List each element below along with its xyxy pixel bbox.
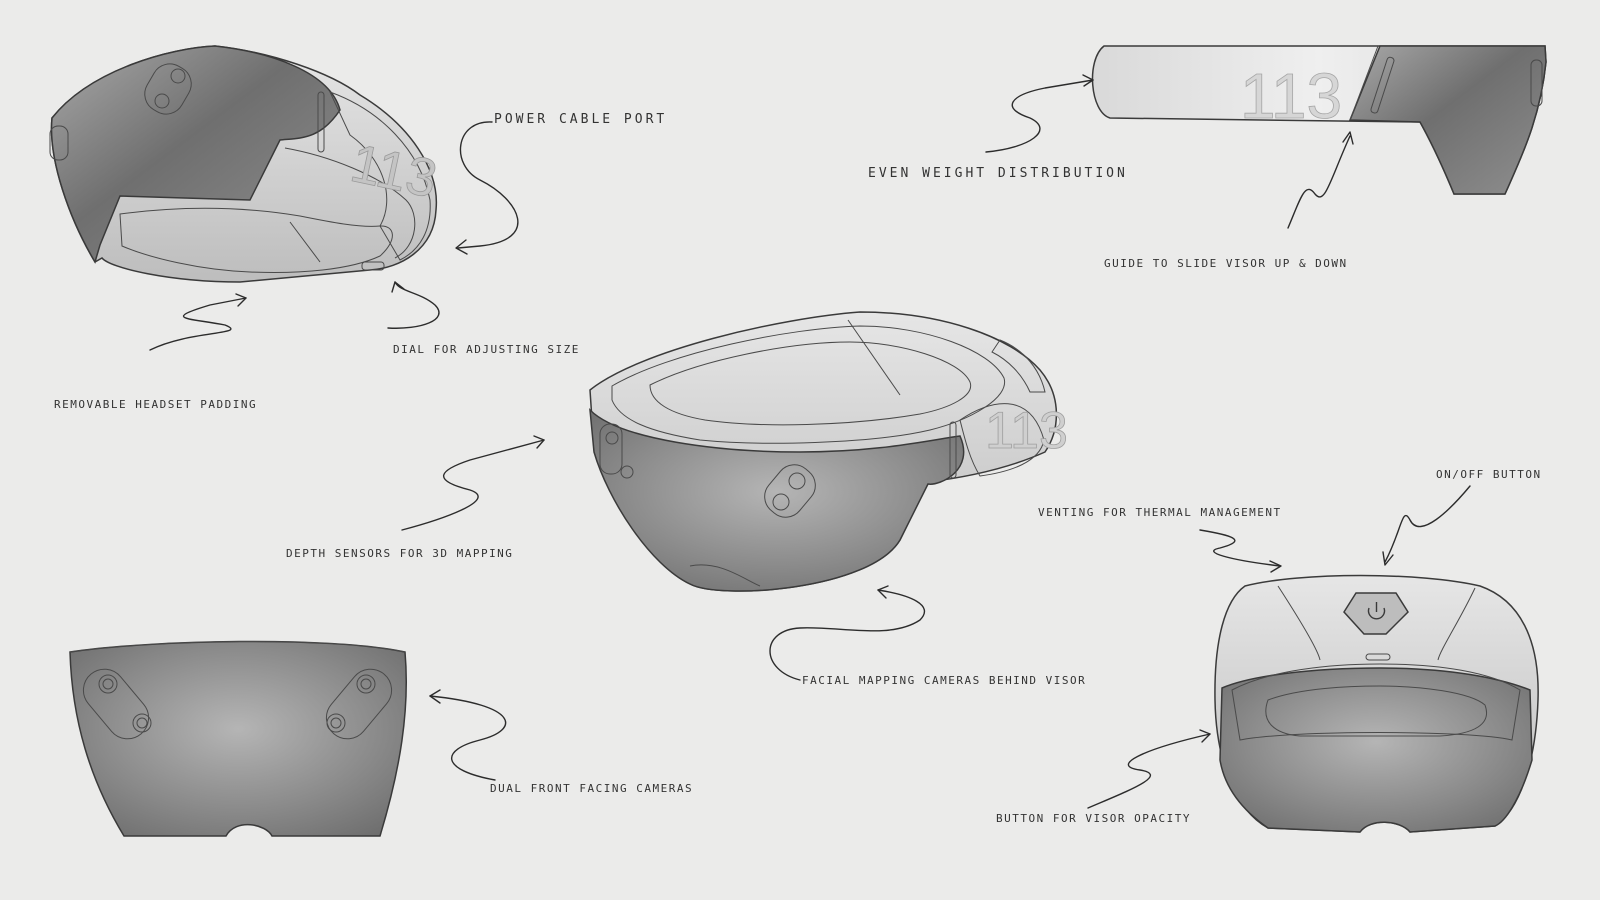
label-removable-headset-padding: REMOVABLE HEADSET PADDING	[54, 398, 258, 411]
annotation-arrows	[149, 74, 1471, 809]
arrow-even-weight	[985, 79, 1094, 153]
label-on-off-button: ON/OFF BUTTON	[1436, 468, 1542, 481]
arrow-dial	[387, 281, 440, 329]
headset-three-quarter-view: 113	[49, 45, 443, 283]
headset-side-view: 113	[1091, 45, 1547, 195]
headset-rear-view	[1214, 574, 1539, 833]
label-even-weight-distribution: EVEN WEIGHT DISTRIBUTION	[868, 166, 1128, 181]
label-button-for-visor-opacity: BUTTON FOR VISOR OPACITY	[996, 812, 1191, 825]
arrow-facial-mapping	[769, 589, 926, 681]
label-facial-mapping-cameras: FACIAL MAPPING CAMERAS BEHIND VISOR	[802, 674, 1087, 687]
label-dual-front-facing-cameras: DUAL FRONT FACING CAMERAS	[490, 782, 694, 795]
arrow-dual-cameras	[429, 695, 507, 781]
brand-mark-113-center: 113	[985, 402, 1068, 460]
arrow-venting	[1199, 529, 1281, 567]
arrow-guide-slide	[1287, 135, 1351, 229]
arrow-removable-padding	[149, 297, 247, 351]
brand-mark-113-side: 113	[1240, 60, 1342, 132]
label-venting: VENTING FOR THERMAL MANAGEMENT	[1038, 506, 1282, 519]
arrow-depth-sensors	[401, 439, 545, 531]
power-button[interactable]	[1343, 592, 1409, 635]
label-power-cable-port: POWER CABLE PORT	[494, 112, 668, 127]
arrow-visor-opacity	[1087, 733, 1211, 809]
arrow-power-cable-port	[457, 121, 519, 249]
visor-front-view	[69, 640, 407, 837]
headset-center-view: 113	[589, 311, 1068, 592]
power-icon	[1367, 602, 1386, 620]
label-depth-sensors: DEPTH SENSORS FOR 3D MAPPING	[286, 547, 514, 560]
label-dial-for-adjusting-size: DIAL FOR ADJUSTING SIZE	[393, 343, 580, 356]
label-guide-to-slide-visor: GUIDE TO SLIDE VISOR UP & DOWN	[1104, 257, 1348, 270]
arrow-on-off	[1384, 485, 1471, 563]
